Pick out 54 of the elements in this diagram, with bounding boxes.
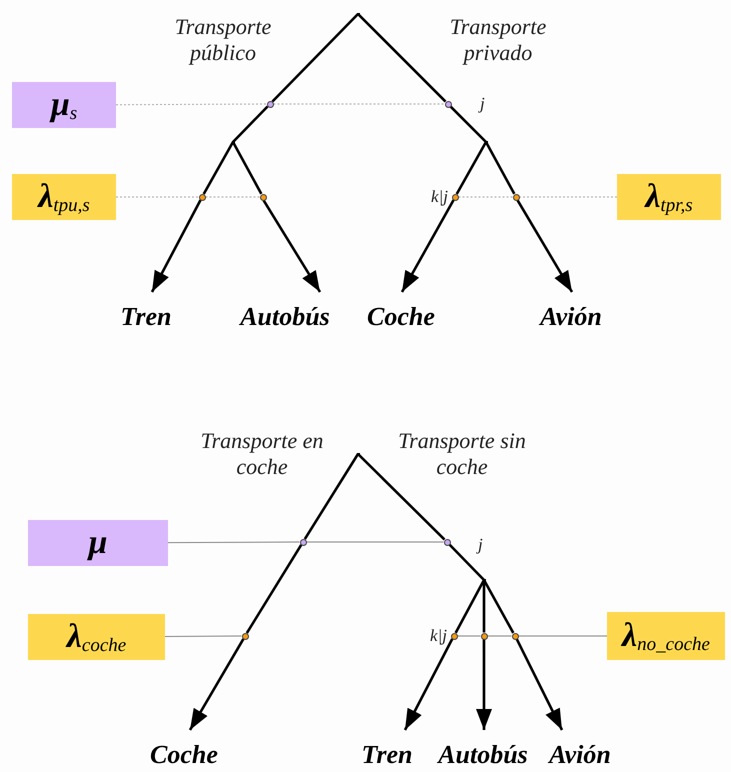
branch-line xyxy=(357,13,446,102)
branch-line xyxy=(448,544,485,581)
branch-line xyxy=(484,141,516,195)
branch-line xyxy=(482,579,514,634)
alternative-label: Tren xyxy=(350,730,424,768)
edge-label: Transporte privado xyxy=(448,14,548,67)
arrow xyxy=(400,200,455,293)
arrow xyxy=(476,640,492,730)
edge-label: Transporte público xyxy=(174,14,272,67)
connector-line xyxy=(164,636,242,638)
parameter-box: λ$_{no_coche}$ xyxy=(607,612,725,660)
branch-line xyxy=(232,106,268,143)
connector-line xyxy=(519,196,618,198)
alternative-label: Autobús xyxy=(224,292,346,330)
branch-line xyxy=(246,544,302,634)
branch-line xyxy=(357,453,446,540)
index-label: k|j xyxy=(430,627,447,644)
connector-line xyxy=(116,196,199,198)
connector-line xyxy=(458,196,513,198)
edge-label: Transporte sin coche xyxy=(397,428,527,481)
parameter-box: λ$_{tpr,s}$ xyxy=(617,174,721,220)
branch-line xyxy=(304,453,360,540)
connector-line xyxy=(116,104,267,106)
parameter-box: λ$_{tpu,s}$ xyxy=(12,174,116,220)
arrow xyxy=(404,638,454,731)
branch-point xyxy=(356,452,360,456)
arrow xyxy=(516,638,564,731)
alternative-label: Coche xyxy=(350,292,452,330)
arrow xyxy=(516,199,574,293)
parameter-box: μ xyxy=(28,520,168,566)
branch-line xyxy=(456,141,488,195)
branch-point xyxy=(356,12,360,16)
connector-line xyxy=(205,196,260,198)
parameter-box: λ$_{coche}$ xyxy=(28,614,165,660)
index-label: k|j xyxy=(431,188,448,205)
branch-line xyxy=(482,580,486,632)
branch-line xyxy=(454,579,486,634)
edge-label: Transporte en coche xyxy=(200,428,324,481)
alternative-label: Tren xyxy=(110,292,182,330)
alternative-label: Coche xyxy=(134,730,234,768)
alternative-label: Autobús xyxy=(428,730,538,768)
branch-line xyxy=(272,13,359,102)
alternative-label: Avión xyxy=(538,730,622,768)
connector-line xyxy=(168,542,300,544)
parameter-box: μ$_{s}$ xyxy=(12,82,116,128)
arrow xyxy=(188,638,244,731)
arrow xyxy=(150,200,202,293)
branch-line xyxy=(232,141,262,195)
branch-line xyxy=(202,141,234,195)
index-label: j xyxy=(480,95,485,112)
alternative-label: Avión xyxy=(524,292,618,330)
branch-line xyxy=(450,106,487,143)
index-label: j xyxy=(478,536,483,553)
arrow xyxy=(262,200,322,293)
